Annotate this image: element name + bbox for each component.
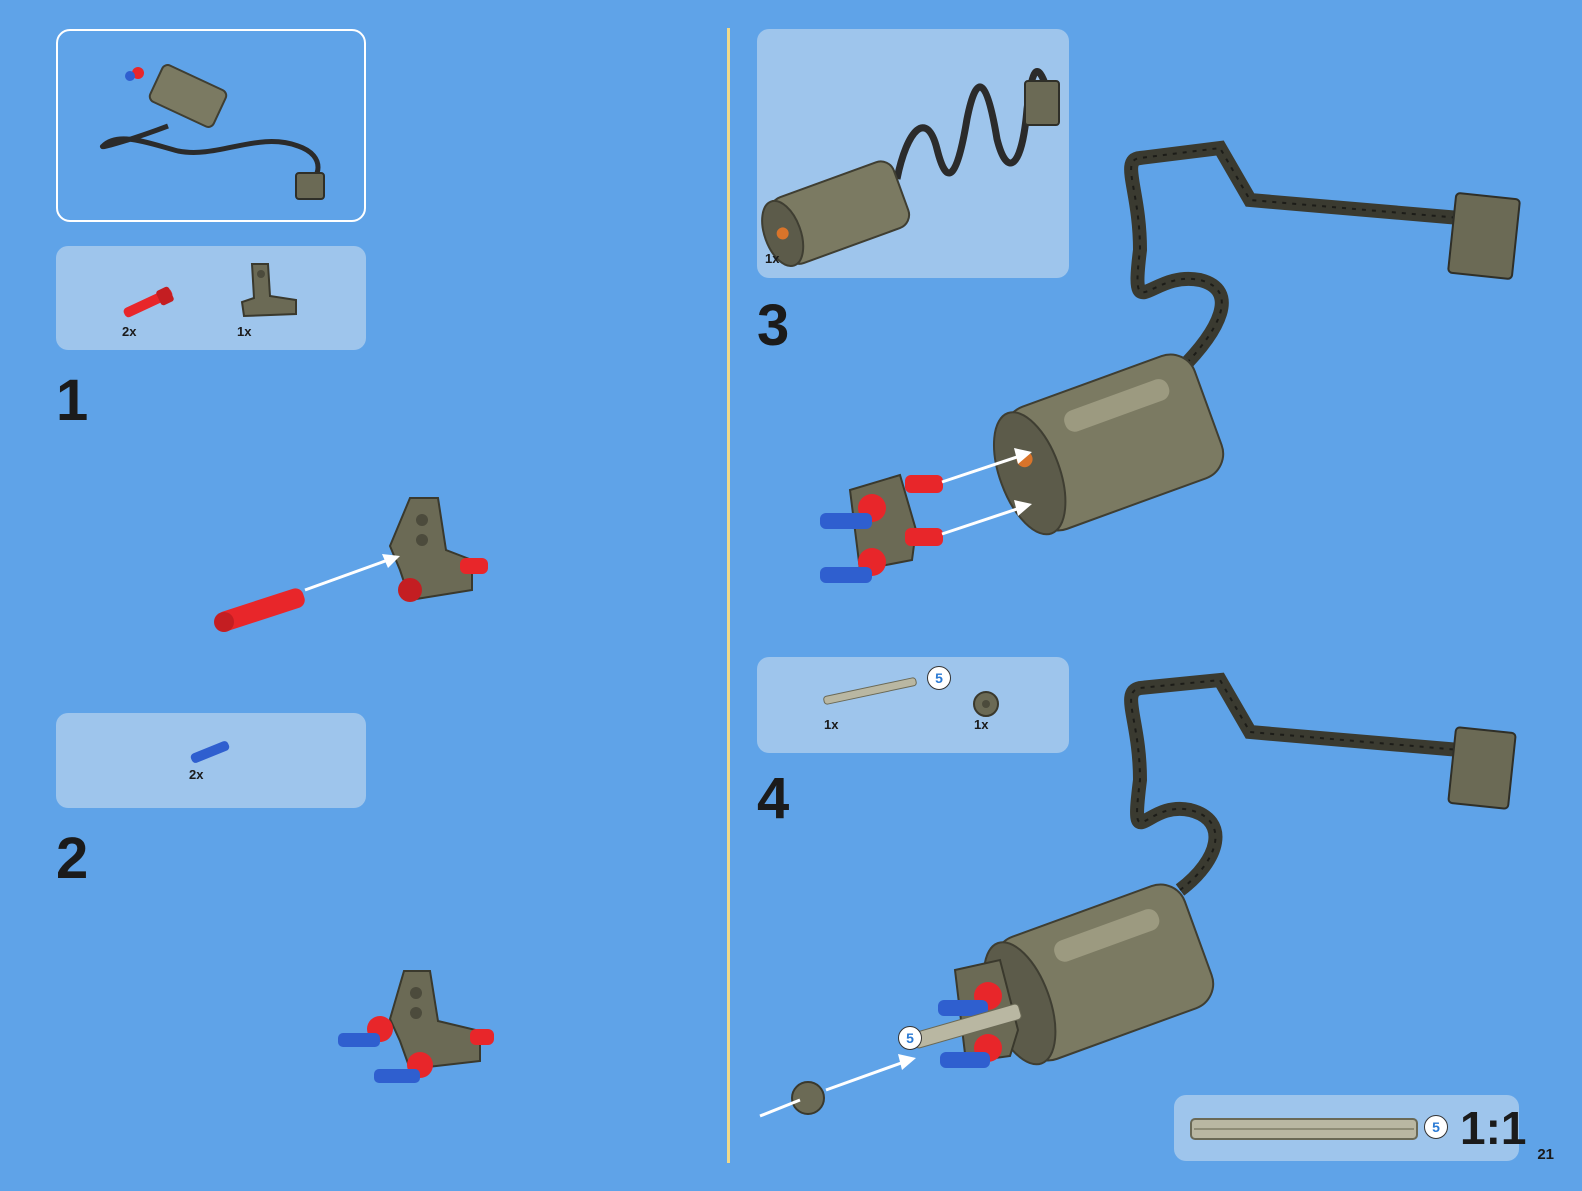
axle-quantity: 1x (824, 717, 839, 732)
parts-list-step-1: 2x 1x (56, 246, 366, 350)
parts-list-step-4: 1x 5 1x (757, 657, 1069, 753)
axle-scale-illustration (1190, 1118, 1418, 1140)
step-2-assembly-illustration (338, 970, 494, 1083)
bush-part-icon (973, 691, 999, 717)
step-3-assembly-illustration (820, 140, 1521, 583)
page-number: 21 (1537, 1146, 1554, 1163)
step-4-assembly-illustration (759, 672, 1517, 1118)
overview-box (56, 29, 366, 222)
step-number-3: 3 (757, 293, 790, 358)
red-pin-part-icon (123, 286, 174, 318)
motor-cable-overview-illustration (100, 64, 325, 200)
motor-quantity: 1x (765, 251, 780, 266)
step-4-axle-length-badge: 5 (898, 1026, 922, 1050)
parts-list-step-2: 2x (56, 713, 366, 808)
scale-ratio-label: 1:1 (1460, 1102, 1527, 1154)
axle-scale-reference: 5 1:1 (1174, 1095, 1526, 1161)
parts-list-step-3: 1x (757, 29, 1069, 278)
step-number-1: 1 (56, 368, 89, 433)
bush-quantity: 1x (974, 717, 989, 732)
step-number-2: 2 (56, 826, 89, 891)
motor-part-icon (761, 68, 1060, 267)
axle-length-badge: 5 (927, 666, 951, 690)
page-divider (727, 28, 730, 1163)
blue-pin-part-icon (190, 741, 230, 763)
axle-part-icon (823, 677, 917, 705)
blue-pin-quantity: 2x (189, 767, 204, 782)
gray-beam-quantity: 1x (237, 324, 252, 339)
scale-axle-length-badge: 5 (1424, 1115, 1448, 1139)
red-pin-quantity: 2x (122, 324, 137, 339)
step-number-4: 4 (757, 766, 790, 831)
gray-beam-part-icon (240, 263, 297, 318)
step-1-assembly-illustration (214, 497, 488, 632)
